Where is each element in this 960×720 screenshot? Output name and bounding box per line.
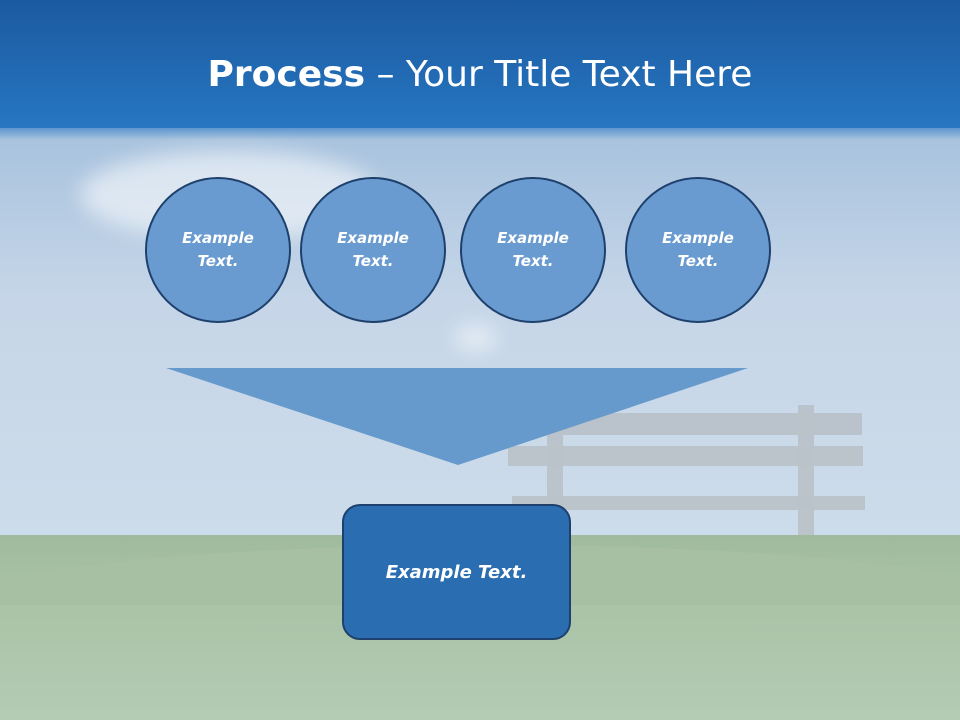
- funnel-arrow[interactable]: [166, 368, 748, 466]
- circle-text-line: Example: [182, 229, 254, 247]
- bench-seat: [512, 496, 865, 510]
- bench-slat: [548, 413, 862, 435]
- circle-text-line: Example: [337, 229, 409, 247]
- background-cloud: [455, 325, 497, 351]
- circle-text-line: Text.: [677, 252, 719, 270]
- circle-text-line: Example: [662, 229, 734, 247]
- title-bold: Process: [207, 54, 366, 95]
- circle-text-line: Text.: [197, 252, 239, 270]
- title-band: [0, 0, 960, 128]
- funnel-triangle: [166, 368, 748, 465]
- title-rest: – Your Title Text Here: [365, 54, 753, 95]
- slide-title: Process – Your Title Text Here: [0, 48, 960, 102]
- bench-post: [798, 405, 814, 535]
- circle-text-line: Example: [497, 229, 569, 247]
- circle-text-line: Text.: [352, 252, 394, 270]
- circle-text-line: Text.: [512, 252, 554, 270]
- result-box[interactable]: Example Text.: [342, 504, 571, 640]
- bench-slat: [508, 446, 863, 466]
- result-label: Example Text.: [385, 561, 528, 583]
